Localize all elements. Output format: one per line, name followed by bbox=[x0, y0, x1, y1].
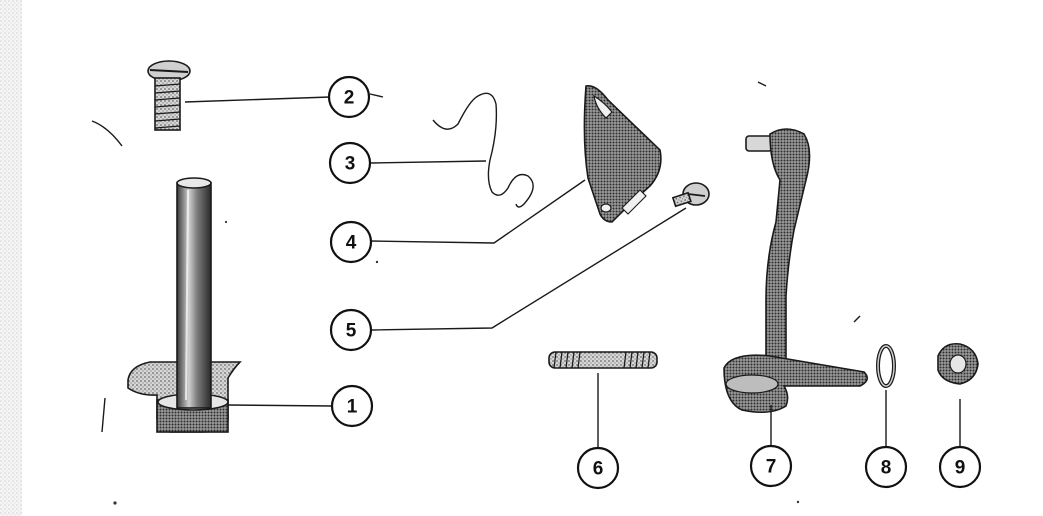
callout-2: 2 bbox=[327, 75, 371, 119]
callout-label-3: 3 bbox=[345, 154, 356, 175]
callout-label-5: 5 bbox=[346, 321, 357, 342]
callout-7: 7 bbox=[749, 444, 793, 488]
part-7-lever bbox=[723, 128, 868, 414]
part-4-plate bbox=[583, 84, 662, 223]
part-6-stud bbox=[548, 351, 658, 369]
leader-lines bbox=[184, 93, 961, 448]
part-2-screw bbox=[147, 60, 191, 131]
part-5-small-screw bbox=[671, 182, 710, 208]
callout-label-9: 9 bbox=[955, 458, 966, 479]
callout-3: 3 bbox=[328, 141, 372, 185]
callout-label-6: 6 bbox=[593, 459, 604, 480]
part-3-wire-spring bbox=[432, 92, 534, 208]
callout-label-7: 7 bbox=[766, 457, 777, 478]
callout-8: 8 bbox=[864, 445, 908, 489]
callout-label-2: 2 bbox=[344, 88, 355, 109]
part-9-nut bbox=[937, 342, 979, 385]
callout-label-1: 1 bbox=[347, 397, 358, 418]
callout-6: 6 bbox=[576, 446, 620, 490]
part-1-post bbox=[127, 177, 242, 433]
callout-1: 1 bbox=[330, 384, 374, 428]
callout-label-4: 4 bbox=[346, 233, 357, 254]
part-8-washer bbox=[876, 344, 896, 388]
callout-label-8: 8 bbox=[881, 458, 892, 479]
callout-5: 5 bbox=[329, 308, 373, 352]
callout-9: 9 bbox=[938, 445, 982, 489]
callout-4: 4 bbox=[329, 220, 373, 264]
scan-noise bbox=[0, 0, 861, 516]
